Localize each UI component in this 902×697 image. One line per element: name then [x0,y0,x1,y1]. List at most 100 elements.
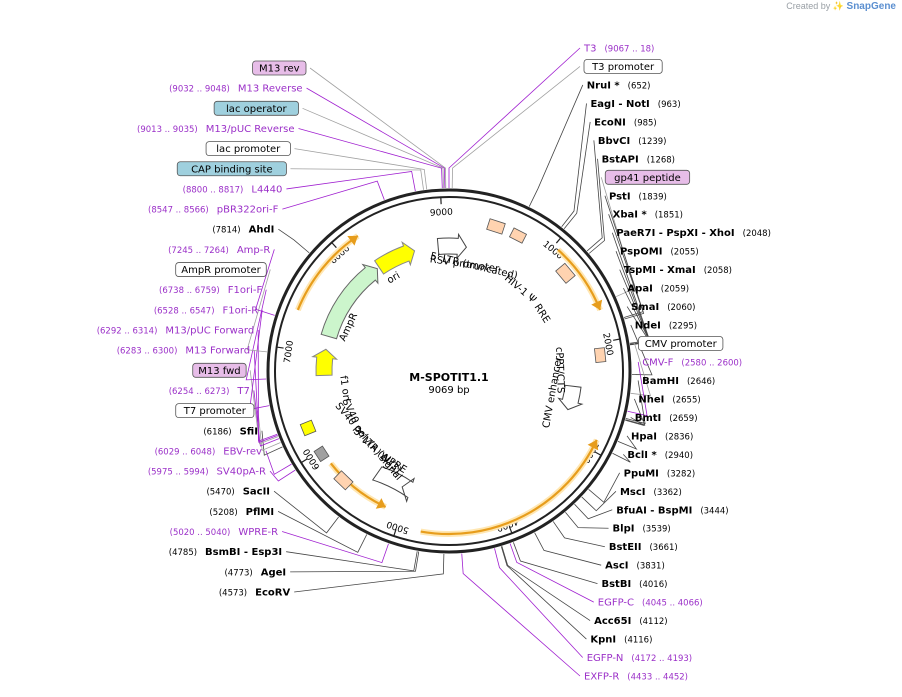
label-bcli[interactable]: BclI *(2940) [627,450,693,461]
label-pflmi[interactable]: (5208)PflMI [209,507,274,518]
label-name-text: SfiI [240,426,258,437]
label-pos: (9067 .. 18) [604,45,654,55]
label-bmti[interactable]: BmtI(2659) [635,413,698,424]
callout-line-l4440 [286,171,415,191]
label-pos: (1851) [655,211,683,221]
label-smai[interactable]: SmaI(2060) [631,302,695,313]
label-name: (7814)AhdI [212,225,274,236]
label-m13-reverse[interactable]: (9032 .. 9048)M13 Reverse [169,84,302,95]
label-wpre-r[interactable]: (5020 .. 5040)WPRE-R [170,527,279,538]
label-cap-binding-site[interactable]: CAP binding site [177,162,286,176]
label-sfii[interactable]: (6186)SfiI [203,426,258,437]
label-name-text: BlpI [613,524,635,535]
label-name-text: SmaI [631,302,659,313]
label-kpni[interactable]: KpnI(4116) [590,635,652,646]
label-sacii[interactable]: (5470)SacII [206,487,270,498]
label-hpai[interactable]: HpaI(2836) [631,431,693,442]
label-pos: (4116) [624,636,652,646]
callout-line-eagi-noti [562,103,587,226]
label-nrui[interactable]: NruI *(652) [587,80,651,91]
callout-line-blpi [565,512,608,528]
label-pos: (3539) [642,525,670,535]
label-name: (6029 .. 6048)EBV-rev [155,446,262,457]
label-tspmi-xmai[interactable]: TspMI - XmaI(2058) [624,265,732,276]
label-t3[interactable]: T3(9067 .. 18) [583,44,654,55]
label-bstbi[interactable]: BstBI(4016) [601,579,667,590]
label-xbai[interactable]: XbaI *(1851) [613,210,683,221]
label-econi[interactable]: EcoNI (985) [594,117,657,128]
label-m13-forward[interactable]: (6283 .. 6300)M13 Forward [117,346,250,357]
label-pos: (985) [634,118,657,128]
tick-label: 5000 [385,518,410,535]
label-egfp-c[interactable]: EGFP-C (4045 .. 4066) [598,598,703,609]
label-name: EGFP-C (4045 .. 4066) [598,598,703,609]
label-ndei[interactable]: NdeI(2295) [635,321,697,332]
label-name-text: BclI * [627,450,657,461]
label-m13-puc-reverse[interactable]: (9013 .. 9035)M13/pUC Reverse [137,124,294,135]
callout-line-bbvci [587,140,602,251]
label-bstapi[interactable]: BstAPI(1268) [602,154,675,165]
label-bfuai-bspmi[interactable]: BfuAI - BspMI(3444) [616,505,728,516]
label-m13-puc-forward[interactable]: (6292 .. 6314)M13/pUC Forward [97,326,254,337]
label-eagi-noti[interactable]: EagI - NotI(963) [590,99,680,110]
label-blpi[interactable]: BlpI (3539) [613,524,671,535]
label-msci[interactable]: MscI(3362) [620,487,682,498]
label-agei[interactable]: (4773)AgeI [224,567,286,578]
label-lac-operator[interactable]: lac operator [214,101,298,115]
label-lac-promoter[interactable]: lac promoter [206,142,290,156]
label-name: HpaI(2836) [631,431,693,442]
label-asci[interactable]: AscI(3831) [605,561,665,572]
label-bbvci[interactable]: BbvCI(1239) [598,136,667,147]
label-name: (9013 .. 9035)M13/pUC Reverse [137,124,294,135]
label-name-text: SacII [243,487,270,498]
label-ampr-promoter[interactable]: AmpR promoter [176,263,267,277]
label-ppumi[interactable]: PpuMI(3282) [624,468,696,479]
label-egfp-n[interactable]: EGFP-N(4172 .. 4193) [587,653,692,664]
label-name-text: Acc65I [594,616,631,627]
label-pbr322ori-f[interactable]: (8547 .. 8566)pBR322ori-F [148,205,279,216]
label-sv40pa-r[interactable]: (5975 .. 5994)SV40pA-R [148,467,266,478]
label-bsmbi-esp3i[interactable]: (4785)BsmBI - Esp3I [169,547,282,558]
label-name-text: MscI [620,487,646,498]
label-gp41-peptide[interactable]: gp41 peptide [605,170,689,184]
label-f1ori-r[interactable]: (6528 .. 6547)F1ori-R [154,305,258,316]
callout-line-ppumi [589,473,620,502]
label-psti[interactable]: PstI(1839) [609,191,667,202]
label-pos: (4172 .. 4193) [631,654,692,664]
label-ecorv[interactable]: (4573)EcoRV [219,588,291,599]
label-acc65i[interactable]: Acc65I(4112) [594,616,668,627]
label-pos: (4045 .. 4066) [642,599,703,609]
label-exfp-r[interactable]: EXFP-R(4433 .. 4452) [584,672,688,683]
label-paer7i-pspxi-xhoi[interactable]: PaeR7I - PspXI - XhoI(2048) [616,228,771,239]
label-name: BstBI(4016) [601,579,667,590]
label-f1ori-f[interactable]: (6738 .. 6759)F1ori-F [159,285,262,296]
callout-line-ecorv [294,554,444,592]
label-m13-rev[interactable]: M13 rev [253,61,306,75]
label-pspomi[interactable]: PspOMI(2055) [620,247,699,258]
label-nhei[interactable]: NheI(2655) [638,394,700,405]
feature-label-hiv-1: HIV-1 Ψ [502,273,538,306]
label-name: PaeR7I - PspXI - XhoI(2048) [616,228,771,239]
label-t7[interactable]: (6254 .. 6273)T7 [169,386,250,397]
label-amp-r[interactable]: (7245 .. 7264)Amp-R [168,245,270,256]
label-name-text: EGFP-C [598,598,634,609]
label-ebv-rev[interactable]: (6029 .. 6048)EBV-rev [155,446,262,457]
label-name-text: NruI * [587,80,621,91]
tick-mark [613,339,620,340]
label-t7-promoter[interactable]: T7 promoter [176,404,254,418]
label-ahdi[interactable]: (7814)AhdI [212,225,274,236]
label-name-text: L4440 [251,184,282,195]
label-l4440[interactable]: (8800 .. 8817)L4440 [183,184,283,195]
label-name: TspMI - XmaI(2058) [624,265,732,276]
label-t3-promoter[interactable]: T3 promoter [584,59,662,73]
label-apai[interactable]: ApaI(2059) [627,284,689,295]
label-pos: (6254 .. 6273) [169,387,230,397]
label-bsteii[interactable]: BstEII(3661) [609,542,678,553]
label-name-text: EcoRV [255,588,290,599]
label-name-text: EcoNI [594,117,626,128]
label-bamhi[interactable]: BamHI(2646) [642,376,715,387]
label-m13-fwd[interactable]: M13 fwd [193,363,246,377]
label-cmv-promoter[interactable]: CMV promoter [639,337,723,351]
label-cmv-f[interactable]: CMV-F(2580 .. 2600) [642,358,742,369]
